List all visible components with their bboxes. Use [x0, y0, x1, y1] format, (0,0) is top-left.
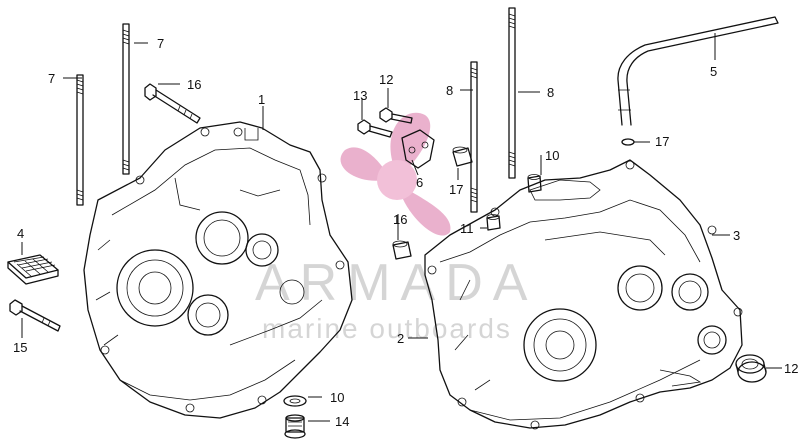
oil-seal-11 [735, 354, 767, 383]
logo-center [377, 160, 417, 200]
callout-17: 17 [655, 134, 669, 149]
sealing-washer-9 [283, 395, 307, 407]
bolt-12-lower [357, 119, 393, 138]
callout-10-upper: 10 [545, 148, 559, 163]
dowel-pin-16-upper [452, 146, 473, 167]
stud-bolt-center [122, 23, 130, 175]
logo-petal-bottom [400, 188, 451, 236]
callout-8-left: 8 [446, 83, 453, 98]
left-crankcase-half [83, 121, 353, 419]
callout-10-lower: 11 [460, 221, 474, 236]
callout-7-left: 7 [48, 71, 55, 86]
bolt-15 [144, 83, 201, 124]
callout-11: 12 [784, 361, 798, 376]
oil-strainer-screen [7, 254, 59, 285]
callout-labels: 7 7 16 1 4 15 10 14 12 13 6 17 16 2 8 8 … [13, 36, 798, 429]
logo-petal-top [390, 112, 431, 175]
callout-3: 3 [733, 228, 740, 243]
callout-8-right: 8 [547, 85, 554, 100]
callout-1: 1 [258, 92, 265, 107]
dowel-pin-16-lower [392, 240, 412, 260]
callout-4: 4 [17, 226, 24, 241]
leader-lines [21, 33, 782, 422]
stud-bolt-8-left [470, 61, 478, 213]
callout-6: 6 [416, 175, 423, 190]
callout-5: 5 [710, 64, 717, 79]
callout-14: 15 [13, 340, 27, 355]
dowel-pin-10-lower [486, 214, 501, 231]
drain-plug-13 [284, 414, 306, 439]
callout-16-lower: 16 [393, 212, 407, 227]
callout-12-upper: 12 [379, 72, 393, 87]
callout-9: 10 [330, 390, 344, 405]
callout-12-lower: 13 [353, 88, 367, 103]
callout-15: 16 [187, 77, 201, 92]
stud-bolt-left [76, 74, 84, 206]
watermark-tagline: marine outboards [262, 313, 512, 344]
bracket-6 [401, 129, 435, 169]
breather-tube [617, 16, 779, 126]
callout-13: 14 [335, 414, 349, 429]
dowel-pin-10-upper [527, 174, 542, 193]
clip-17 [621, 138, 635, 146]
watermark-logo [340, 112, 451, 236]
bolt-12-upper [379, 107, 413, 124]
callout-2: 2 [397, 331, 404, 346]
bolt-14 [9, 299, 61, 332]
logo-petal-left [340, 147, 388, 181]
callout-7-center: 7 [157, 36, 164, 51]
watermark-brand: ARMADA [255, 254, 537, 312]
right-crankcase-half [424, 159, 743, 430]
stud-bolt-8-right [508, 7, 516, 179]
callout-16-upper: 17 [449, 182, 463, 197]
